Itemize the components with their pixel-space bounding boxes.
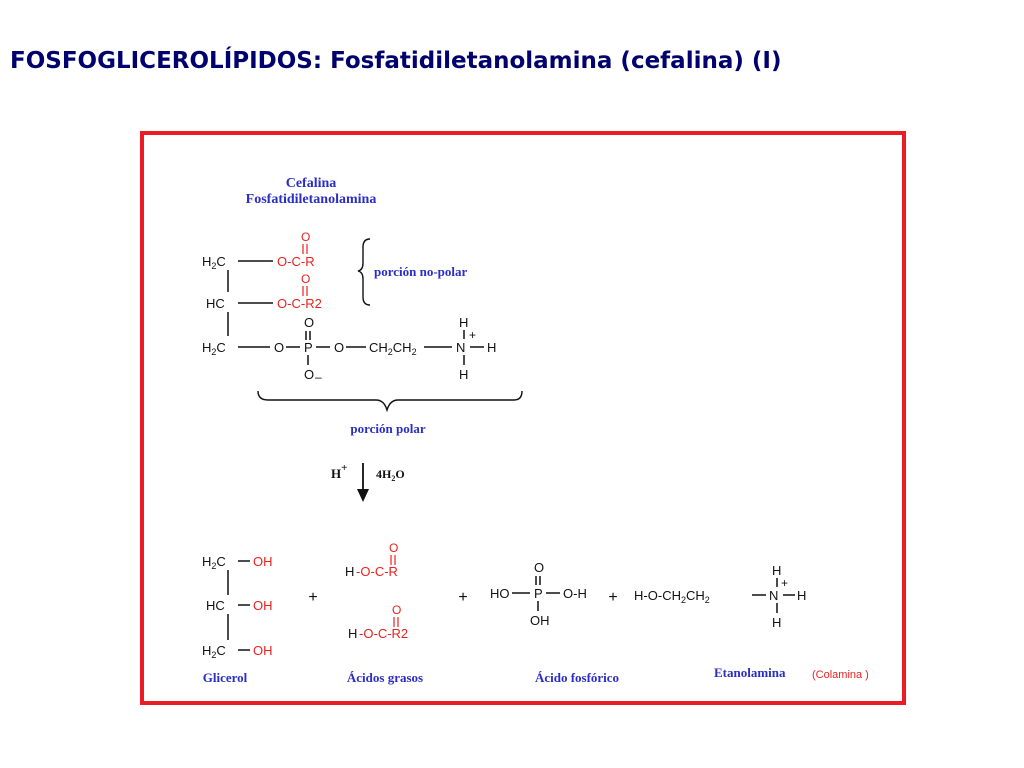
fatty-acids-label: Ácidos grasos: [347, 670, 423, 685]
svg-text:H: H: [459, 315, 468, 330]
svg-text:H2C: H2C: [202, 340, 226, 357]
svg-text:H: H: [345, 564, 354, 579]
svg-text:OH: OH: [253, 554, 273, 569]
svg-text:OH: OH: [253, 643, 273, 658]
ethanolamine-label: Etanolamina: [714, 665, 786, 680]
glycerol-molecule: H2C OH HC OH H2C OH: [202, 554, 273, 660]
svg-text:H2C: H2C: [202, 254, 226, 271]
fatty-acid-1: H -O-C-R O: [345, 541, 398, 579]
glycerol-label: Glicerol: [203, 670, 248, 685]
nonpolar-label: porción no-polar: [374, 264, 468, 279]
svg-text:P: P: [534, 586, 543, 601]
plus-sign-3: +: [608, 589, 617, 606]
ethanolamine-molecule: H-O-CH2CH2 N H H + H: [634, 563, 806, 630]
svg-text:P: P: [304, 340, 313, 355]
phosphoethanolamine-row: H2C O P O CH2CH2 N H H + H O O –: [202, 315, 496, 384]
glycerol-c2-row: HC O-C-R2 O: [206, 272, 322, 311]
svg-text:O: O: [304, 315, 314, 330]
svg-text:H2C: H2C: [202, 554, 226, 571]
slide-title: FOSFOGLICEROLÍPIDOS: Fosfatidiletanolami…: [10, 48, 782, 74]
svg-text:+: +: [781, 576, 788, 590]
svg-text:CH2CH2: CH2CH2: [369, 340, 417, 357]
svg-text:O: O: [301, 272, 310, 286]
svg-text:O: O: [392, 603, 401, 617]
svg-text:O-C-R: O-C-R: [277, 254, 315, 269]
nonpolar-brace: [357, 238, 371, 306]
phosphoric-acid-label: Ácido fosfórico: [535, 670, 619, 685]
compound-name: Cefalina: [286, 176, 337, 191]
svg-text:H: H: [348, 626, 357, 641]
svg-text:O: O: [301, 230, 310, 244]
acid-catalyst: H+: [331, 462, 347, 481]
glycerol-c1-row: H2C O-C-R O: [202, 230, 315, 271]
plus-sign-2: +: [458, 589, 467, 606]
svg-text:H: H: [797, 588, 806, 603]
svg-text:HO: HO: [490, 586, 510, 601]
svg-text:H: H: [772, 615, 781, 630]
svg-text:O: O: [274, 340, 284, 355]
svg-text:–: –: [315, 370, 322, 384]
svg-text:O-C-R2: O-C-R2: [277, 296, 322, 311]
svg-text:OH: OH: [253, 598, 273, 613]
svg-text:H-O-CH2CH2: H-O-CH2CH2: [634, 588, 710, 605]
svg-text:OH: OH: [530, 613, 550, 628]
svg-text:N: N: [769, 588, 778, 603]
svg-text:O: O: [534, 560, 544, 575]
svg-text:HC: HC: [206, 598, 225, 613]
svg-text:O: O: [304, 367, 314, 382]
plus-sign-1: +: [308, 589, 317, 606]
svg-text:O: O: [389, 541, 398, 555]
hydrolysis-arrow: [357, 463, 369, 502]
svg-text:H2C: H2C: [202, 643, 226, 660]
svg-text:-O-C-R: -O-C-R: [356, 564, 398, 579]
svg-text:H: H: [772, 563, 781, 578]
polar-brace: [257, 390, 523, 413]
compound-systematic-name: Fosfatidiletanolamina: [246, 192, 377, 207]
colamina-label: (Colamina ): [812, 669, 869, 681]
svg-text:H: H: [487, 340, 496, 355]
svg-text:O: O: [334, 340, 344, 355]
polar-label: porción polar: [350, 421, 425, 436]
phosphoric-acid-molecule: HO P O-H O OH: [490, 560, 587, 628]
svg-text:+: +: [469, 328, 476, 342]
svg-text:HC: HC: [206, 296, 225, 311]
svg-text:H: H: [459, 367, 468, 382]
svg-text:N: N: [456, 340, 465, 355]
svg-text:O-H: O-H: [563, 586, 587, 601]
svg-text:-O-C-R2: -O-C-R2: [359, 626, 408, 641]
fatty-acid-2: H -O-C-R2 O: [348, 603, 408, 641]
diagram-frame: [140, 131, 906, 705]
water-reagent: 4H2O: [376, 467, 405, 483]
